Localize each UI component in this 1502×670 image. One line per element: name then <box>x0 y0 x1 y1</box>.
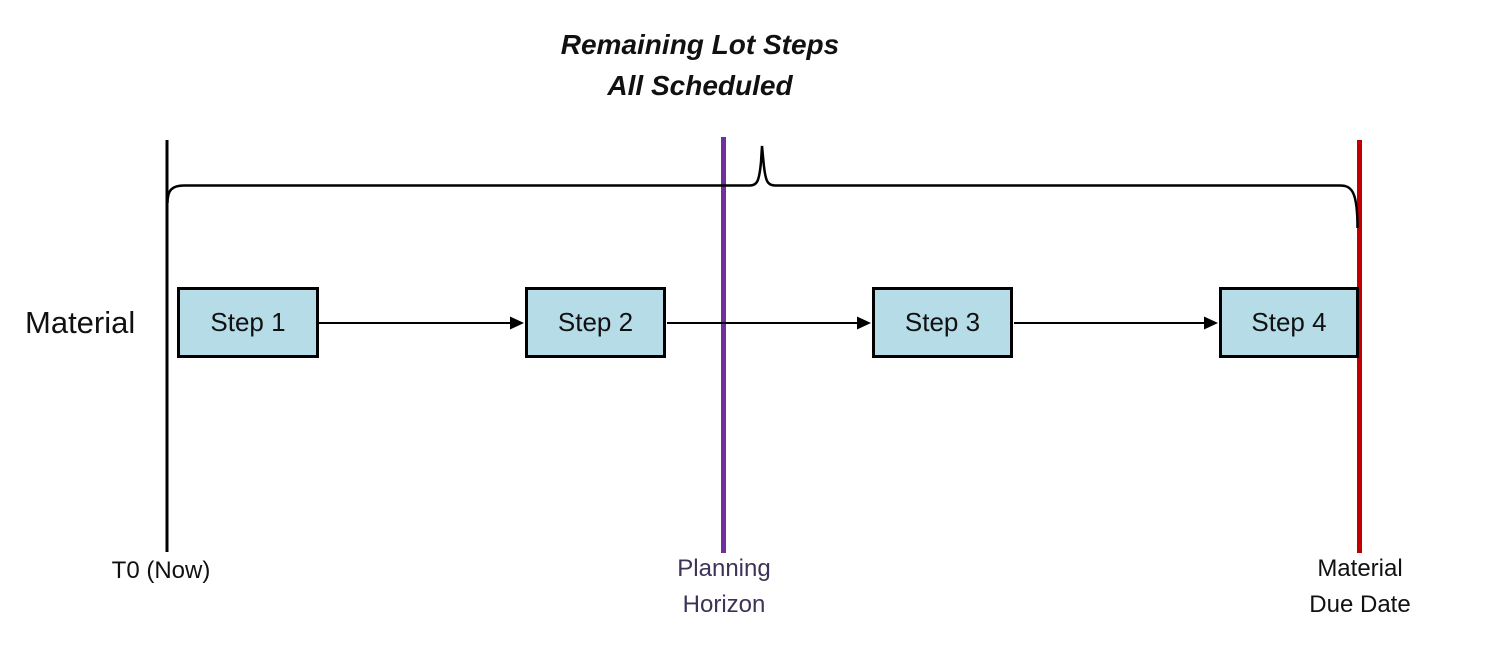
arrow-step1-step2 <box>319 316 524 330</box>
arrow-step3-step4 <box>1014 316 1218 330</box>
arrowhead-icon <box>1204 316 1218 330</box>
step-4-box: Step 4 <box>1219 287 1359 358</box>
planning-horizon-label-line2: Horizon <box>682 591 766 618</box>
planning-horizon-label: Planning Horizon <box>644 551 804 623</box>
step-2-box: Step 2 <box>525 287 666 358</box>
diagram-title-line1: Remaining Lot Steps <box>560 29 840 60</box>
span-brace <box>166 145 1359 229</box>
due-date-label-line1: Material <box>1317 555 1403 582</box>
arrowhead-icon <box>510 316 524 330</box>
diagram-title-line2: All Scheduled <box>607 70 793 101</box>
due-date-label: Material Due Date <box>1280 551 1440 623</box>
arrowhead-icon <box>857 316 871 330</box>
step-3-box: Step 3 <box>872 287 1013 358</box>
diagram-title: Remaining Lot Steps All Scheduled <box>420 24 980 106</box>
step-1-box: Step 1 <box>177 287 319 358</box>
material-row-label: Material <box>25 305 136 340</box>
t0-label: T0 (Now) <box>111 557 211 584</box>
due-date-label-line2: Due Date <box>1309 591 1411 618</box>
arrow-step2-step3 <box>667 316 871 330</box>
planning-horizon-label-line1: Planning <box>677 555 771 582</box>
